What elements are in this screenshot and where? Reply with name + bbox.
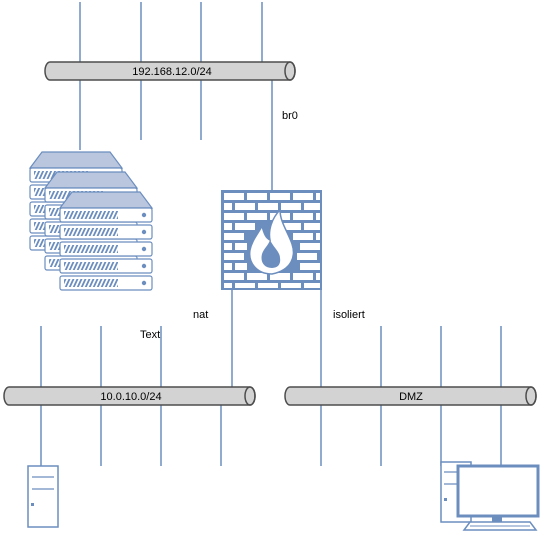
firewall-icon[interactable] (221, 190, 322, 290)
network-bar-right[interactable]: DMZ (284, 386, 537, 406)
text-label: Text (140, 329, 160, 341)
workstation-icon[interactable] (440, 461, 540, 531)
nat-label: nat (193, 309, 208, 321)
network-bar-left[interactable]: 10.0.10.0/24 (3, 386, 256, 406)
pc-tower-icon[interactable] (27, 465, 59, 528)
firewall-bricks (224, 193, 320, 288)
network-bar-top[interactable]: 192.168.12.0/24 (44, 61, 296, 81)
connection-lines (40, 2, 502, 466)
server-rack-icon[interactable] (29, 151, 153, 291)
br0-label: br0 (282, 110, 298, 122)
network-label-top: 192.168.12.0/24 (132, 66, 212, 78)
isoliert-label: isoliert (333, 309, 365, 321)
network-label-right: DMZ (399, 391, 423, 403)
network-label-left: 10.0.10.0/24 (100, 391, 161, 403)
